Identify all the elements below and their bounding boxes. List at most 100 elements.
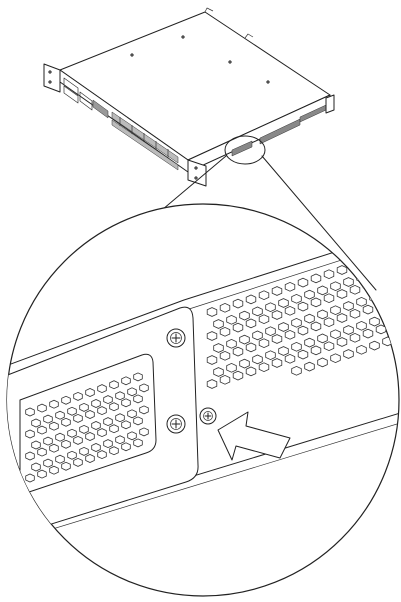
vent-hex: [97, 450, 107, 460]
vent-hex: [127, 387, 137, 397]
vent-hex: [349, 332, 361, 343]
vent-hex: [245, 366, 257, 377]
vent-hex: [31, 440, 41, 450]
vent-hex: [49, 421, 59, 431]
vent-hex: [252, 354, 263, 365]
vent-hex: [265, 326, 276, 337]
vent-hex: [85, 432, 95, 441]
vent-hex: [343, 277, 354, 287]
vent-hex: [356, 344, 367, 355]
vent-hex: [37, 447, 47, 457]
vent-hex: [85, 410, 95, 419]
vent-hex: [245, 294, 257, 305]
vent-hex: [31, 418, 41, 428]
vent-hex: [49, 465, 59, 475]
vent-hex: [43, 458, 53, 468]
vent-hex: [121, 398, 131, 408]
vent-hex: [304, 313, 315, 324]
top-screws: [130, 35, 270, 84]
vent-hex: [291, 293, 302, 304]
slot-hex-vents: [25, 372, 149, 483]
bracket-vent-slot: [19, 353, 157, 496]
vent-hex: [61, 395, 71, 405]
vent-hex: [258, 314, 270, 325]
vent-hex: [206, 379, 218, 389]
vent-hex: [330, 305, 341, 316]
vent-hex: [43, 414, 53, 424]
vent-hex: [133, 394, 143, 404]
vent-hex: [139, 427, 149, 437]
vent-hex: [310, 345, 322, 356]
vent-hex: [252, 306, 263, 317]
vent-hex: [239, 334, 250, 345]
side-vents: [231, 104, 327, 157]
vent-hex: [297, 277, 309, 288]
vent-hex: [115, 391, 125, 401]
vent-hex: [265, 302, 276, 313]
vent-hex: [297, 301, 309, 312]
vent-hex: [91, 399, 101, 408]
vent-hex: [25, 473, 35, 483]
vent-hex: [73, 391, 83, 401]
vent-hex: [297, 349, 309, 360]
vent-hex: [343, 349, 354, 359]
vent-hex: [109, 424, 119, 434]
vent-hex: [103, 439, 113, 449]
vent-hex: [258, 338, 270, 349]
vent-hex: [85, 454, 95, 463]
vent-hex: [265, 350, 276, 361]
vent-hex: [97, 406, 107, 416]
vent-hex: [271, 358, 283, 368]
vent-hex: [349, 308, 361, 319]
vent-hex: [278, 346, 289, 356]
vent-hex: [61, 439, 71, 449]
vent-hex: [317, 333, 328, 344]
vent-hex: [97, 384, 107, 394]
vent-hex: [336, 313, 348, 323]
vent-hex: [219, 302, 231, 313]
vent-hex: [232, 298, 244, 309]
left-rack-ear: [43, 63, 61, 93]
vent-hex: [25, 407, 35, 417]
vent-hex: [55, 410, 65, 420]
vent-hex: [382, 336, 393, 347]
vent-hex: [109, 380, 119, 390]
vent-hex: [336, 337, 348, 347]
vent-hex: [103, 417, 113, 427]
vent-hex: [278, 322, 289, 332]
vent-hex: [252, 330, 263, 341]
vent-hex: [213, 319, 224, 329]
vent-hex: [61, 417, 71, 427]
vent-hex: [323, 317, 335, 328]
vent-hex: [336, 289, 348, 299]
vent-hex: [362, 256, 374, 267]
bracket-screw-bottom: [166, 414, 186, 434]
vent-hex: [73, 413, 83, 423]
vent-hex: [55, 432, 65, 442]
vent-hex: [297, 325, 309, 336]
vent-hex: [109, 446, 119, 456]
vent-hex: [115, 413, 125, 423]
vent-hex: [61, 461, 71, 471]
front-modules: [63, 77, 179, 171]
vent-hex: [97, 428, 107, 438]
vent-hex: [91, 443, 101, 452]
vent-hex: [25, 429, 35, 439]
vent-hex: [79, 424, 89, 434]
vent-hex: [382, 312, 393, 323]
vent-hex: [139, 383, 149, 393]
vent-hex: [284, 305, 296, 316]
vent-hex: [343, 325, 354, 335]
vent-hex: [31, 462, 41, 472]
vent-hex: [91, 421, 101, 430]
vent-hex: [43, 436, 53, 446]
vent-hex: [323, 293, 335, 304]
vent-hex: [284, 281, 296, 292]
vent-hex: [85, 388, 95, 397]
vent-hex: [206, 307, 218, 317]
vent-hex: [121, 420, 131, 430]
vent-hex: [127, 409, 137, 419]
vent-hex: [317, 285, 328, 296]
magnified-detail: [6, 203, 400, 597]
